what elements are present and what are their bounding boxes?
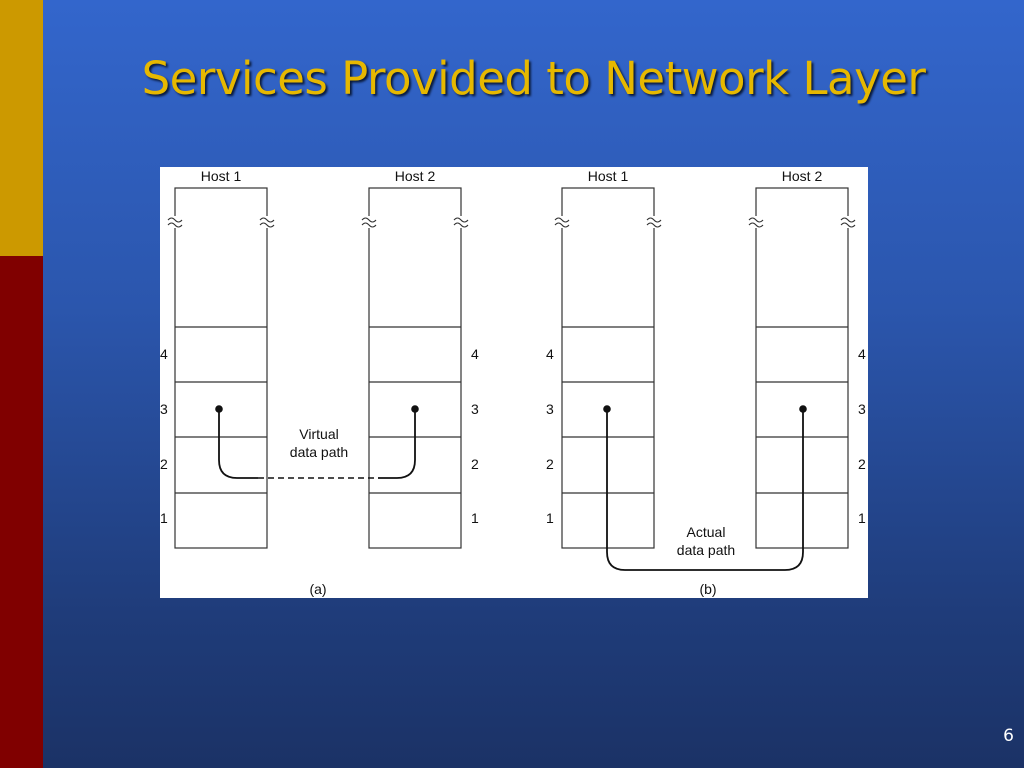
b-actual-path (606, 409, 804, 571)
break-marks (167, 216, 856, 228)
a-host1-endpoint (215, 405, 223, 413)
accent-bar-top (0, 0, 43, 256)
a-right-layer-2: 2 (471, 456, 479, 472)
b-host1-endpoint (603, 405, 611, 413)
figure-svg: Host 1 Host 2 Host 1 Host 2 4 3 2 1 4 3 … (160, 168, 866, 597)
b-right-layer-2: 2 (858, 456, 866, 472)
a-right-layer-1: 1 (471, 510, 479, 526)
a-caption: (a) (309, 581, 326, 597)
a-virtual-path-left (218, 409, 258, 479)
b-left-layer-4: 4 (546, 346, 554, 362)
slide-number: 6 (1003, 726, 1014, 746)
a-right-layer-4: 4 (471, 346, 479, 362)
a-host1-label: Host 1 (201, 168, 242, 184)
b-host1-label: Host 1 (588, 168, 629, 184)
a-host1-stack (174, 187, 268, 549)
a-path-label-line2: data path (290, 444, 348, 460)
b-right-layer-3: 3 (858, 401, 866, 417)
b-host2-stack (755, 187, 849, 549)
b-right-layer-4: 4 (858, 346, 866, 362)
b-caption: (b) (699, 581, 716, 597)
a-host2-stack (368, 187, 462, 549)
a-virtual-path-right (378, 409, 416, 479)
b-path-label-line1: Actual (687, 524, 726, 540)
slide-title: Services Provided to Network Layer (141, 52, 926, 105)
network-layer-figure: Host 1 Host 2 Host 1 Host 2 4 3 2 1 4 3 … (160, 167, 868, 598)
a-host2-endpoint (411, 405, 419, 413)
accent-bar-bottom (0, 256, 43, 768)
a-host2-label: Host 2 (395, 168, 436, 184)
b-left-layer-1: 1 (546, 510, 554, 526)
a-left-layer-4: 4 (160, 346, 168, 362)
b-host2-endpoint (799, 405, 807, 413)
a-left-layer-2: 2 (160, 456, 168, 472)
b-right-layer-1: 1 (858, 510, 866, 526)
b-left-layer-3: 3 (546, 401, 554, 417)
b-left-layer-2: 2 (546, 456, 554, 472)
a-left-layer-3: 3 (160, 401, 168, 417)
b-host1-stack (561, 187, 655, 549)
a-path-label-line1: Virtual (299, 426, 338, 442)
b-host2-label: Host 2 (782, 168, 823, 184)
a-left-layer-1: 1 (160, 510, 168, 526)
a-right-layer-3: 3 (471, 401, 479, 417)
b-path-label-line2: data path (677, 542, 735, 558)
